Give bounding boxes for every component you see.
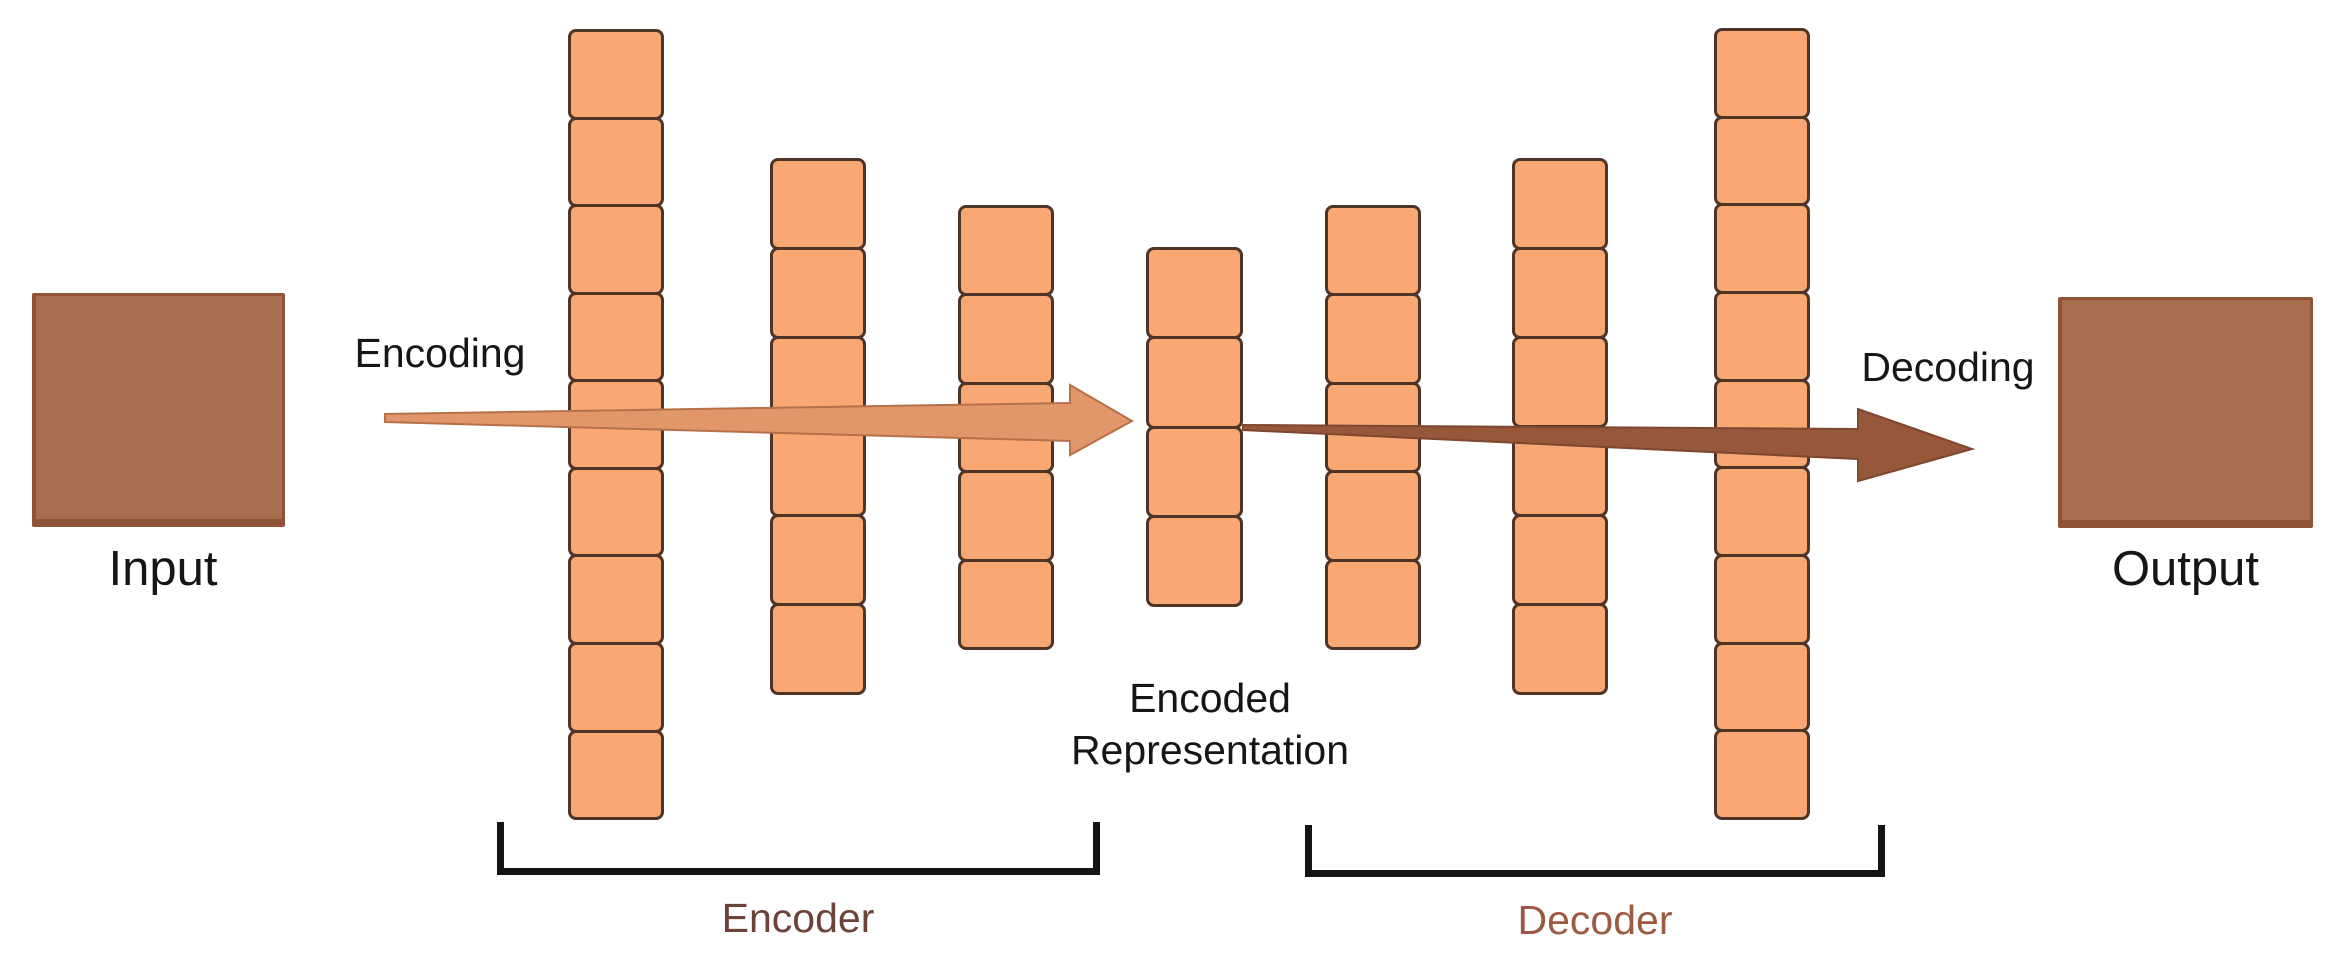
encoder-layer-1 — [568, 29, 664, 821]
layer-cell — [1325, 558, 1421, 651]
layer-cell — [1714, 466, 1810, 558]
layer-cell — [1714, 115, 1810, 207]
layer-cell — [1714, 291, 1810, 382]
layer-cell — [1512, 336, 1608, 428]
decoder-label: Decoder — [1517, 897, 1673, 943]
layer-cell — [1325, 381, 1421, 474]
output-label: Output — [2111, 542, 2260, 596]
layer-cell — [770, 603, 866, 695]
output-square — [2058, 297, 2313, 528]
decoding-label: Decoding — [1861, 344, 2035, 390]
layer-cell — [958, 205, 1054, 297]
layer-cell — [568, 641, 664, 733]
encoder-label: Encoder — [721, 895, 875, 941]
decoder-layer-3 — [1714, 28, 1810, 821]
decoder-bracket — [1305, 825, 1885, 877]
layer-cell — [1325, 470, 1421, 562]
layer-cell — [1714, 28, 1810, 119]
encoded-representation-line2: Representation — [1070, 726, 1350, 773]
encoder-layer-2 — [770, 158, 866, 695]
encoding-label: Encoding — [354, 330, 526, 376]
layer-cell — [1146, 336, 1243, 429]
layer-cell — [1714, 641, 1810, 733]
input-label: Input — [108, 542, 218, 596]
layer-cell — [1512, 247, 1608, 339]
encoded-representation-label: Encoded Representation — [1010, 673, 1410, 776]
layer-cell — [770, 336, 866, 428]
layer-cell — [1325, 293, 1421, 385]
layer-cell — [770, 425, 866, 517]
layer-cell — [1512, 425, 1608, 517]
encoder-layer-3 — [958, 205, 1054, 651]
layer-cell — [958, 470, 1054, 562]
layer-cell — [1512, 603, 1608, 695]
layer-cell — [1714, 554, 1810, 645]
encoded-representation-line1: Encoded — [1129, 675, 1291, 721]
layer-cell — [1512, 158, 1608, 250]
layer-cell — [568, 116, 664, 208]
decoder-layer-1 — [1325, 205, 1421, 651]
layer-cell — [770, 247, 866, 339]
layer-cell — [1146, 425, 1243, 518]
layer-cell — [568, 554, 664, 645]
layer-cell — [958, 558, 1054, 651]
layer-cell — [568, 729, 664, 821]
layer-cell — [958, 381, 1054, 474]
layer-cell — [1146, 247, 1243, 340]
decoder-layer-2 — [1512, 158, 1608, 695]
layer-cell — [770, 158, 866, 250]
layer-cell — [568, 291, 664, 383]
layer-cell — [958, 293, 1054, 385]
encoder-bracket — [497, 822, 1100, 875]
layer-cell — [1512, 514, 1608, 606]
layer-cell — [568, 204, 664, 295]
layer-cell — [1714, 203, 1810, 295]
layer-cell — [1714, 729, 1810, 821]
layer-cell — [1146, 514, 1243, 607]
layer-cell — [568, 466, 664, 558]
layer-cell — [1714, 378, 1810, 470]
layer-cell — [770, 514, 866, 606]
bottleneck-layer — [1146, 247, 1243, 607]
layer-cell — [568, 379, 664, 470]
layer-cell — [568, 29, 664, 120]
input-square — [32, 293, 285, 527]
layer-cell — [1325, 205, 1421, 297]
